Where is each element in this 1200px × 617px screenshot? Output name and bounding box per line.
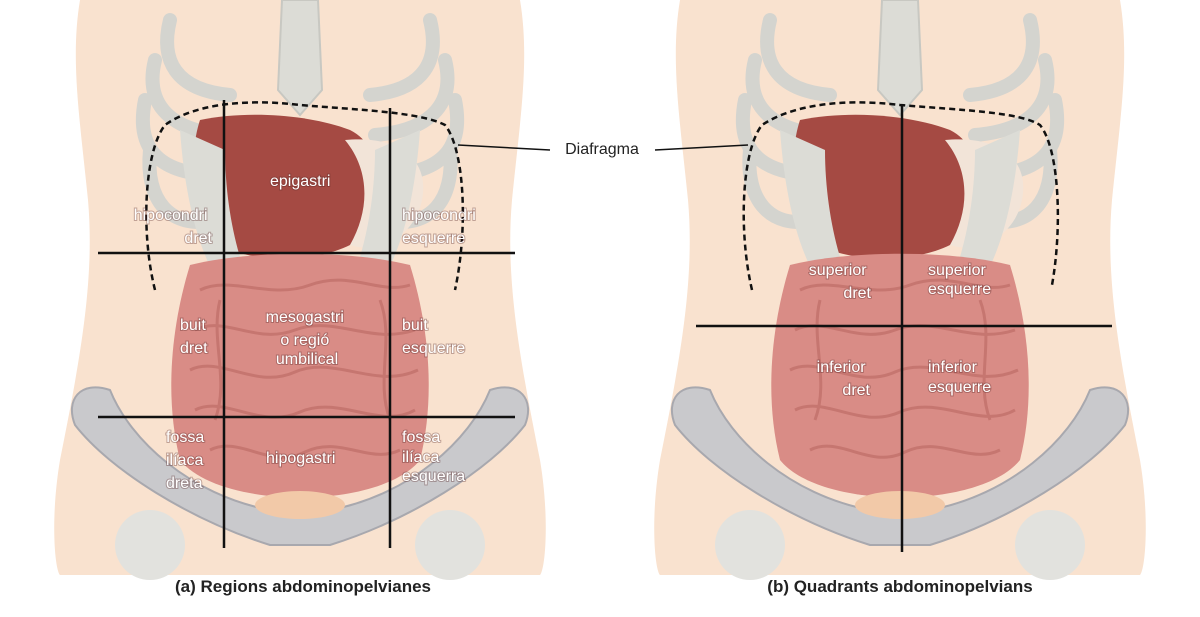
- callout-leader-left: [457, 144, 551, 151]
- region-label-epigastric: epigastri: [270, 173, 330, 190]
- callout-leader-right: [654, 144, 749, 151]
- caption-panel-b: (b) Quadrants abdominopelvians: [767, 577, 1032, 596]
- panel-quadrants: superior dret superior esquerre inferior…: [654, 0, 1146, 596]
- caption-panel-a: (a) Regions abdominopelvianes: [175, 577, 431, 596]
- region-label-left-hypochondriac: hipocondri esquerre: [402, 207, 480, 247]
- region-label-left-iliac: fossa ilíaca esquerra: [402, 429, 465, 485]
- quadrant-label-lower-right: inferior dret: [817, 359, 871, 399]
- diaphragm-label: Diafragma: [565, 141, 639, 158]
- region-label-right-lumbar: buit dret: [180, 317, 210, 357]
- torso-illustration-b: [654, 0, 1146, 580]
- diaphragm-outline-a: [145, 101, 465, 291]
- panel-regions: hipocondri dret epigastri hipocondri esq…: [54, 0, 546, 596]
- quadrant-label-upper-right: superior dret: [809, 262, 872, 302]
- region-label-umbilical: mesogastri o regió umbilical: [266, 309, 349, 368]
- region-label-left-lumbar: buit esquerre: [402, 317, 465, 357]
- torso-illustration-a: [54, 0, 546, 580]
- quadrant-label-lower-left: inferior esquerre: [928, 359, 991, 396]
- region-label-hypogastric: hipogastri: [266, 450, 335, 467]
- region-label-right-hypochondriac: hipocondri dret: [134, 207, 213, 247]
- diaphragm-outline-b: [742, 101, 1060, 291]
- quadrant-label-upper-left: superior esquerre: [928, 262, 991, 298]
- region-label-right-iliac: fossa ilíaca dreta: [166, 429, 209, 492]
- diaphragm-callout: Diafragma: [457, 141, 749, 158]
